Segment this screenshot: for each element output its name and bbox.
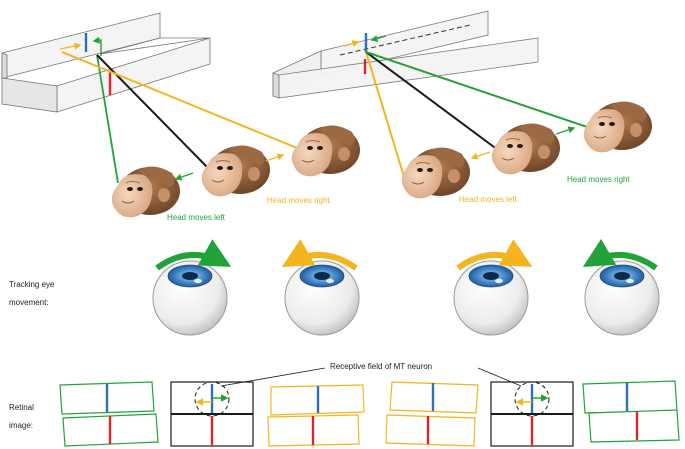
retina-panel-6: [582, 380, 680, 443]
retina-panel-4: [385, 381, 479, 447]
label-receptive-field: Receptive field of MT neuron: [330, 362, 433, 371]
eyeball-1: [152, 260, 228, 336]
left-scene: [1, 12, 361, 218]
eye-3-arrow: [456, 239, 533, 271]
eye-row: [152, 238, 660, 336]
retina-panel-2: [170, 367, 326, 447]
label-image: image:: [9, 421, 34, 430]
right-monkey-green: [583, 100, 653, 153]
label-retinal: Retinal: [9, 403, 34, 412]
left-monkey-yellow: [291, 124, 361, 177]
eyeball-3: [453, 260, 529, 336]
eye-4-arrow: [582, 238, 658, 271]
label-head-moves-right-2: Head moves right: [567, 175, 630, 184]
left-monkey-green: [111, 165, 181, 218]
eyeball-4: [584, 260, 660, 336]
receptive-field-2: [514, 381, 550, 417]
right-monkey-yellow: [401, 146, 471, 199]
eye-1-arrow: [155, 239, 232, 271]
receptive-field-1: [194, 381, 230, 417]
right-scene: [272, 10, 653, 199]
eye-2-arrow: [281, 239, 358, 271]
retina-panel-5: [477, 367, 574, 447]
label-tracking-eye: Tracking eye: [9, 280, 55, 289]
eyeball-2: [284, 260, 360, 336]
label-head-moves-left-1: Head moves left: [167, 213, 225, 222]
retina-panel-3: [267, 384, 365, 447]
retina-panel-1: [59, 381, 159, 447]
label-movement: movement:: [9, 298, 49, 307]
label-head-moves-right-1: Head moves right: [267, 196, 330, 205]
retina-row: [59, 367, 680, 447]
label-head-moves-left-2: Head moves left: [459, 195, 517, 204]
right-bottom-panel: [278, 37, 539, 99]
right-monkey-center: [491, 122, 561, 175]
left-monkey-center: [201, 144, 271, 197]
